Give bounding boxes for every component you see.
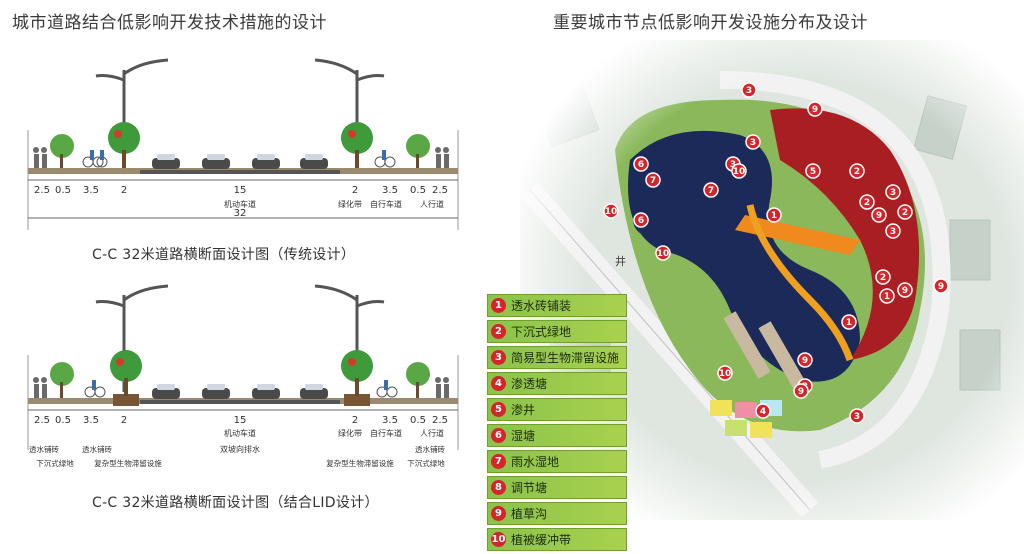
legend-number: 1	[491, 298, 506, 313]
legend-label: 植草沟	[511, 507, 548, 521]
legend-item: 2 下沉式绿地	[487, 320, 627, 343]
cross-section-traditional: 2.5 0.5 3.5 2 15 2 3.5 0.5 2.5 机动车道 绿化带 …	[27, 58, 459, 230]
legend-label: 透水砖铺装	[511, 299, 572, 313]
legend-number: 8	[491, 480, 506, 495]
lane-label: 双坡向排水	[220, 444, 260, 454]
legend-item: 1 透水砖铺装	[487, 294, 627, 317]
car-icon	[152, 154, 328, 169]
caption-lid: C-C 32米道路横断面设计图（结合LID设计）	[92, 495, 379, 511]
lane-label: 机动车道	[224, 199, 256, 209]
legend-label: 湿塘	[511, 429, 536, 443]
dim-label: 2.5	[432, 415, 448, 426]
legend-number: 6	[491, 428, 506, 443]
lane-label: 机动车道	[224, 428, 256, 438]
dim-label: 0.5	[410, 415, 426, 426]
dim-label: 2	[121, 415, 127, 426]
left-title: 城市道路结合低影响开发技术措施的设计	[12, 13, 327, 33]
total-width: 32	[234, 208, 247, 219]
dim-label: 0.5	[55, 415, 71, 426]
legend-item: 10 植被缓冲带	[487, 528, 627, 551]
lane-label: 绿化带	[338, 428, 362, 438]
lane-label: 自行车道	[370, 428, 402, 438]
cross-section-lid: 2.5 0.5 3.5 2 15 2 3.5 0.5 2.5 机动车道 双坡向排…	[27, 284, 459, 468]
legend-item: 4 渗透塘	[487, 372, 627, 395]
legend-label: 调节塘	[511, 481, 548, 495]
legend-label: 雨水湿地	[511, 455, 560, 469]
tree-icon	[50, 122, 430, 168]
legend-number: 5	[491, 402, 506, 417]
dim-label: 15	[234, 185, 247, 196]
lid-note: 透水铺砖	[415, 444, 445, 454]
legend-item: 8 调节塘	[487, 476, 627, 499]
lane-label: 绿化带	[338, 199, 362, 209]
dim-label: 3.5	[83, 415, 99, 426]
lid-note: 复杂型生物滞留设施	[94, 458, 162, 468]
dim-label: 3.5	[382, 415, 398, 426]
dim-label: 2	[352, 185, 358, 196]
dim-label: 2.5	[34, 185, 50, 196]
dim-label: 3.5	[83, 185, 99, 196]
legend-item: 7 雨水湿地	[487, 450, 627, 473]
legend-item: 3 简易型生物滞留设施	[487, 346, 627, 369]
legend-label: 简易型生物滞留设施	[511, 351, 620, 365]
lid-note: 透水铺砖	[29, 444, 59, 454]
dim-label: 3.5	[382, 185, 398, 196]
lane-label: 自行车道	[370, 199, 402, 209]
legend-item: 9 植草沟	[487, 502, 627, 525]
right-title: 重要城市节点低影响开发设施分布及设计	[553, 13, 868, 33]
lid-note: 透水铺砖	[82, 444, 112, 454]
legend-label: 渗透塘	[511, 377, 548, 391]
dim-label: 0.5	[55, 185, 71, 196]
dim-label: 2.5	[432, 185, 448, 196]
lane-label: 人行道	[420, 199, 444, 209]
legend-item: 6 湿塘	[487, 424, 627, 447]
legend-number: 3	[491, 350, 506, 365]
lid-note: 复杂型生物滞留设施	[326, 458, 394, 468]
legend-label: 渗井	[511, 403, 536, 417]
caption-traditional: C-C 32米道路横断面设计图（传统设计）	[92, 247, 356, 263]
legend-number: 9	[491, 506, 506, 521]
legend-number: 4	[491, 376, 506, 391]
dim-label: 2.5	[34, 415, 50, 426]
dim-label: 2	[121, 185, 127, 196]
dim-label: 2	[352, 415, 358, 426]
lid-note: 下沉式绿地	[407, 458, 445, 468]
legend-label: 植被缓冲带	[511, 533, 572, 547]
dim-label: 15	[234, 415, 247, 426]
legend-item: 5 渗井	[487, 398, 627, 421]
legend-number: 10	[491, 532, 506, 547]
legend-number: 7	[491, 454, 506, 469]
lid-note: 下沉式绿地	[36, 458, 74, 468]
dim-label: 0.5	[410, 185, 426, 196]
legend-number: 2	[491, 324, 506, 339]
legend-label: 下沉式绿地	[511, 325, 572, 339]
lane-label: 人行道	[420, 428, 444, 438]
